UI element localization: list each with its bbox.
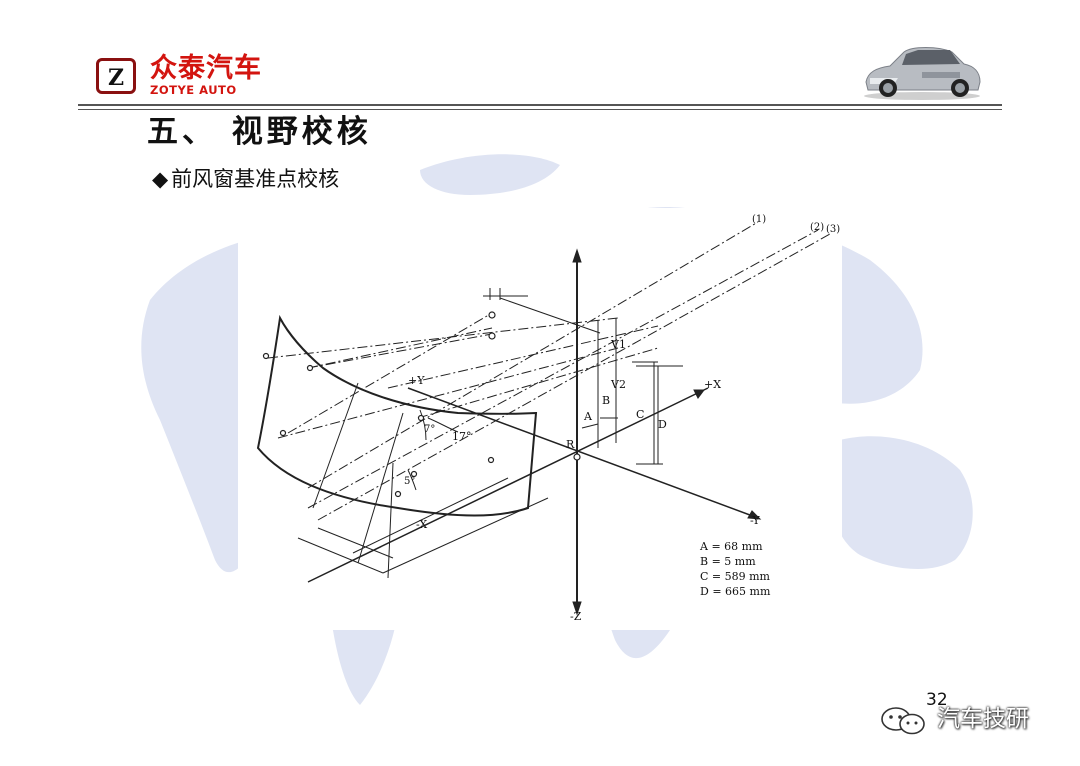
watermark: 汽车技研 — [876, 700, 1066, 740]
page-number: 32 — [926, 690, 948, 710]
legend-line-a: A = 68 mm — [699, 540, 763, 553]
angle-label-5: 5° — [404, 476, 415, 487]
projection-line-1 — [387, 462, 394, 579]
sight-line-5 — [277, 347, 619, 439]
legend-line-b: B = 5 mm — [700, 555, 756, 568]
line-label-2: (2) — [810, 222, 824, 233]
origin-label-r: R — [566, 438, 575, 451]
eye-point-4 — [410, 470, 418, 478]
eye-guide-1 — [499, 297, 601, 334]
x-axis-arrow — [693, 389, 705, 399]
windshield-outline — [256, 314, 538, 517]
z-axis-arrow-up — [572, 248, 582, 263]
line-label-1: (1) — [752, 214, 766, 225]
bullet-text: 前风窗基准点校核 — [171, 167, 340, 191]
y-axis-arrow — [747, 510, 762, 520]
z-axis-arrow-down — [572, 601, 582, 616]
dim-a-line — [581, 423, 599, 429]
slide-title: 五、 视野校核 — [147, 114, 372, 150]
axis-label-minus-z: -Z — [570, 610, 582, 623]
windshield-point-5 — [487, 456, 495, 464]
windshield-point-1 — [306, 364, 314, 372]
eye-point-2 — [488, 332, 496, 340]
projection-line-3 — [312, 382, 359, 509]
axis-label-plus-y: +Y — [408, 374, 425, 387]
watermark-text: 汽车技研 — [937, 706, 1029, 732]
angle-5-arc — [407, 469, 417, 491]
dimension-label-c: C — [636, 408, 644, 421]
zotye-logo: Z 众泰汽车 ZOTYE AUTO — [96, 53, 286, 100]
angle-17-arc — [427, 417, 459, 433]
windshield-point-3 — [279, 429, 287, 437]
eye-point-1 — [488, 311, 496, 319]
header-rule — [78, 104, 1002, 106]
sight-line-2 — [307, 229, 819, 509]
diamond-bullet-icon: ◆ — [152, 167, 169, 191]
sight-line-3 — [317, 233, 831, 521]
line-label-3: (3) — [826, 224, 840, 235]
legend-line-d: D = 665 mm — [700, 585, 771, 598]
brand-name-en: ZOTYE AUTO — [150, 83, 237, 97]
point-label-v2: V2 — [610, 378, 626, 391]
ground-line-2 — [317, 527, 394, 559]
sight-line-9 — [387, 325, 659, 389]
x-axis — [307, 387, 709, 583]
dimension-label-d: D — [658, 418, 667, 431]
axis-label-minus-y: -Y — [750, 514, 761, 527]
wechat-icon — [881, 707, 925, 735]
windshield-reference-diagram: (1) (2) (3) +X -Y +Y -X -Z R V1 V2 A B C… — [238, 208, 842, 630]
bullet-item: ◆前风窗基准点校核 — [152, 166, 339, 192]
sedan-car-image — [864, 47, 981, 100]
point-label-v1: V1 — [610, 338, 626, 351]
sight-line-8 — [307, 333, 493, 369]
sight-line-6 — [307, 327, 493, 369]
ground-line-3 — [382, 497, 549, 574]
origin-point — [573, 453, 581, 461]
header-rule-thin — [78, 109, 1002, 110]
emblem-letter: Z — [108, 65, 124, 91]
windshield-point-2 — [262, 352, 270, 360]
ground-line-4 — [352, 477, 509, 554]
angle-label-7: 7° — [424, 424, 435, 435]
windshield-point-4 — [394, 490, 402, 498]
legend-line-c: C = 589 mm — [700, 570, 771, 583]
eye-point-3 — [417, 414, 425, 422]
axis-label-minus-x: -X — [416, 518, 427, 531]
sight-line-7 — [287, 312, 493, 434]
ground-line-1 — [297, 537, 384, 574]
brand-name-cn: 众泰汽车 — [150, 53, 262, 84]
y-axis — [407, 387, 759, 519]
angle-label-17: 17° — [452, 430, 472, 443]
axis-label-plus-x: +X — [704, 378, 721, 391]
angle-7-arc — [419, 409, 427, 441]
zotye-emblem-icon: Z — [96, 58, 136, 94]
dimension-label-b: B — [602, 394, 610, 407]
dimension-label-a: A — [583, 410, 593, 423]
projection-line-2 — [357, 412, 404, 564]
sight-line-4 — [267, 317, 619, 359]
